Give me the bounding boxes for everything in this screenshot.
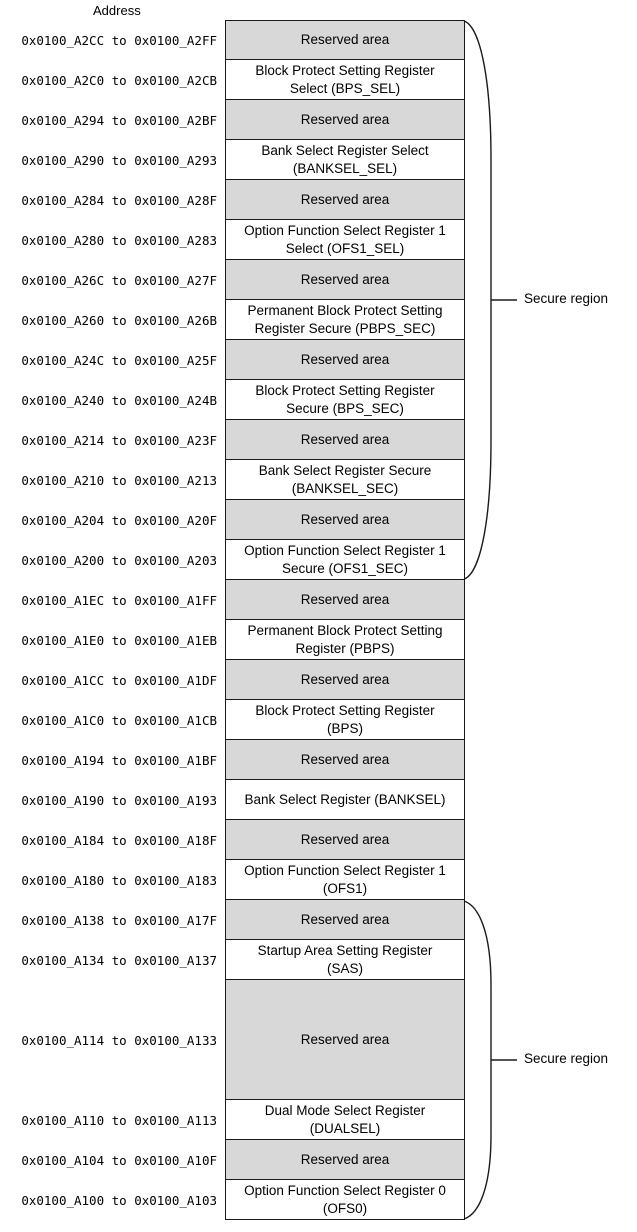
memory-map-row: 0x0100_A26C to 0x0100_A27F Reserved area [0,260,637,300]
memory-map-row: 0x0100_A1E0 to 0x0100_A1EB Permanent Blo… [0,620,637,660]
address-range-label: 0x0100_A260 to 0x0100_A26B [21,312,217,328]
memory-map-row: 0x0100_A100 to 0x0100_A103 Option Functi… [0,1180,637,1220]
address-range-label: 0x0100_A100 to 0x0100_A103 [21,1192,217,1208]
memory-map-row: 0x0100_A214 to 0x0100_A23F Reserved area [0,420,637,460]
address-range-label: 0x0100_A294 to 0x0100_A2BF [21,112,217,128]
address-range-label: 0x0100_A204 to 0x0100_A20F [21,512,217,528]
address-range-label: 0x0100_A2C0 to 0x0100_A2CB [21,72,217,88]
register-box: Block Protect Setting Register (BPS) [225,700,465,740]
address-range-label: 0x0100_A194 to 0x0100_A1BF [21,752,217,768]
address-range-label: 0x0100_A214 to 0x0100_A23F [21,432,217,448]
memory-map-row: 0x0100_A110 to 0x0100_A113 Dual Mode Sel… [0,1100,637,1140]
memory-map-row: 0x0100_A24C to 0x0100_A25F Reserved area [0,340,637,380]
register-box: Reserved area [225,580,465,620]
memory-map-row: 0x0100_A180 to 0x0100_A183 Option Functi… [0,860,637,900]
memory-map-row: 0x0100_A284 to 0x0100_A28F Reserved area [0,180,637,220]
secure-region-brace [463,900,517,1220]
address-range-label: 0x0100_A110 to 0x0100_A113 [21,1112,217,1128]
memory-map-rows: 0x0100_A2CC to 0x0100_A2FF Reserved area… [0,20,637,1220]
secure-region-label: Secure region [524,1051,609,1066]
secure-region-label: Secure region [524,291,609,306]
register-box: Option Function Select Register 1 Select… [225,220,465,260]
address-range-label: 0x0100_A26C to 0x0100_A27F [21,272,217,288]
address-range-label: 0x0100_A1E0 to 0x0100_A1EB [21,632,217,648]
register-box: Reserved area [225,660,465,700]
address-range-label: 0x0100_A138 to 0x0100_A17F [21,912,217,928]
register-box: Dual Mode Select Register (DUALSEL) [225,1100,465,1140]
register-box: Reserved area [225,980,465,1100]
register-box: Reserved area [225,340,465,380]
register-box: Bank Select Register (BANKSEL) [225,780,465,820]
address-range-label: 0x0100_A210 to 0x0100_A213 [21,472,217,488]
memory-map-row: 0x0100_A240 to 0x0100_A24B Block Protect… [0,380,637,420]
memory-map-row: 0x0100_A134 to 0x0100_A137 Startup Area … [0,940,637,980]
address-range-label: 0x0100_A190 to 0x0100_A193 [21,792,217,808]
memory-map-row: 0x0100_A204 to 0x0100_A20F Reserved area [0,500,637,540]
address-range-label: 0x0100_A240 to 0x0100_A24B [21,392,217,408]
register-box: Reserved area [225,740,465,780]
register-box: Reserved area [225,180,465,220]
register-box: Reserved area [225,1140,465,1180]
memory-map-row: 0x0100_A1CC to 0x0100_A1DF Reserved area [0,660,637,700]
address-range-label: 0x0100_A134 to 0x0100_A137 [21,952,217,968]
register-box: Reserved area [225,500,465,540]
register-box: Bank Select Register Secure (BANKSEL_SEC… [225,460,465,500]
address-range-label: 0x0100_A114 to 0x0100_A133 [21,1032,217,1048]
secure-region-brace [463,20,517,580]
address-range-label: 0x0100_A280 to 0x0100_A283 [21,232,217,248]
memory-map-row: 0x0100_A104 to 0x0100_A10F Reserved area [0,1140,637,1180]
address-range-label: 0x0100_A184 to 0x0100_A18F [21,832,217,848]
memory-map-row: 0x0100_A1C0 to 0x0100_A1CB Block Protect… [0,700,637,740]
address-range-label: 0x0100_A24C to 0x0100_A25F [21,352,217,368]
register-box: Reserved area [225,260,465,300]
memory-map-row: 0x0100_A260 to 0x0100_A26B Permanent Blo… [0,300,637,340]
register-box: Option Function Select Register 0 (OFS0) [225,1180,465,1220]
address-column-header: Address [93,3,141,18]
address-range-label: 0x0100_A1C0 to 0x0100_A1CB [21,712,217,728]
register-box: Startup Area Setting Register (SAS) [225,940,465,980]
register-box: Permanent Block Protect Setting Register… [225,300,465,340]
register-box: Block Protect Setting Register Secure (B… [225,380,465,420]
address-range-label: 0x0100_A1EC to 0x0100_A1FF [21,592,217,608]
memory-map-row: 0x0100_A280 to 0x0100_A283 Option Functi… [0,220,637,260]
register-box: Reserved area [225,420,465,460]
address-range-label: 0x0100_A200 to 0x0100_A203 [21,552,217,568]
address-range-label: 0x0100_A2CC to 0x0100_A2FF [21,32,217,48]
address-range-label: 0x0100_A180 to 0x0100_A183 [21,872,217,888]
address-range-label: 0x0100_A290 to 0x0100_A293 [21,152,217,168]
register-box: Reserved area [225,20,465,60]
register-box: Option Function Select Register 1 Secure… [225,540,465,580]
register-box: Permanent Block Protect Setting Register… [225,620,465,660]
memory-map-row: 0x0100_A194 to 0x0100_A1BF Reserved area [0,740,637,780]
address-range-label: 0x0100_A104 to 0x0100_A10F [21,1152,217,1168]
memory-map-row: 0x0100_A114 to 0x0100_A133 Reserved area [0,980,637,1100]
register-box: Reserved area [225,100,465,140]
memory-map-row: 0x0100_A2C0 to 0x0100_A2CB Block Protect… [0,60,637,100]
memory-map-row: 0x0100_A294 to 0x0100_A2BF Reserved area [0,100,637,140]
memory-map-row: 0x0100_A1EC to 0x0100_A1FF Reserved area [0,580,637,620]
register-box: Block Protect Setting Register Select (B… [225,60,465,100]
memory-map-row: 0x0100_A200 to 0x0100_A203 Option Functi… [0,540,637,580]
memory-map-row: 0x0100_A210 to 0x0100_A213 Bank Select R… [0,460,637,500]
register-box: Bank Select Register Select (BANKSEL_SEL… [225,140,465,180]
address-range-label: 0x0100_A1CC to 0x0100_A1DF [21,672,217,688]
memory-map-row: 0x0100_A190 to 0x0100_A193 Bank Select R… [0,780,637,820]
register-box: Option Function Select Register 1 (OFS1) [225,860,465,900]
memory-map-row: 0x0100_A184 to 0x0100_A18F Reserved area [0,820,637,860]
memory-map-row: 0x0100_A2CC to 0x0100_A2FF Reserved area [0,20,637,60]
register-box: Reserved area [225,900,465,940]
address-range-label: 0x0100_A284 to 0x0100_A28F [21,192,217,208]
memory-map-row: 0x0100_A138 to 0x0100_A17F Reserved area [0,900,637,940]
register-box: Reserved area [225,820,465,860]
memory-map-row: 0x0100_A290 to 0x0100_A293 Bank Select R… [0,140,637,180]
